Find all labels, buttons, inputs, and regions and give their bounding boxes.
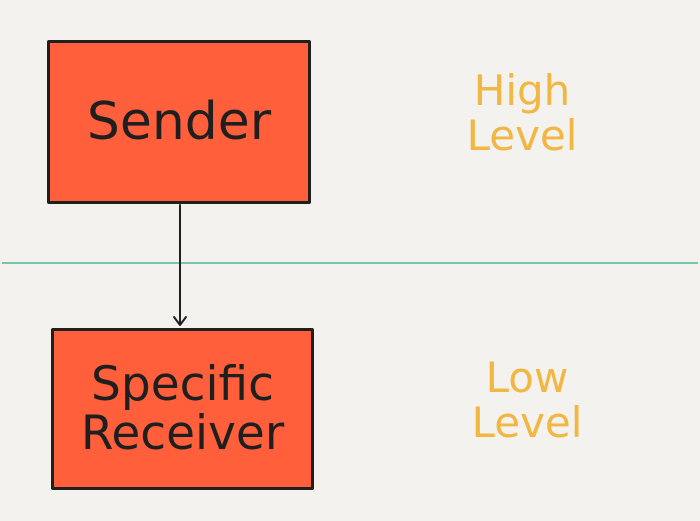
receiver-node-label: Specific Receiver [80, 356, 285, 461]
arrow-head [173, 316, 187, 326]
sender-node: Sender [47, 40, 311, 204]
high-level-label: High Level [466, 66, 578, 161]
low-level-label: Low Level [471, 353, 583, 448]
level-divider [2, 262, 698, 264]
sender-node-label: Sender [86, 91, 272, 152]
receiver-node: Specific Receiver [51, 328, 314, 490]
